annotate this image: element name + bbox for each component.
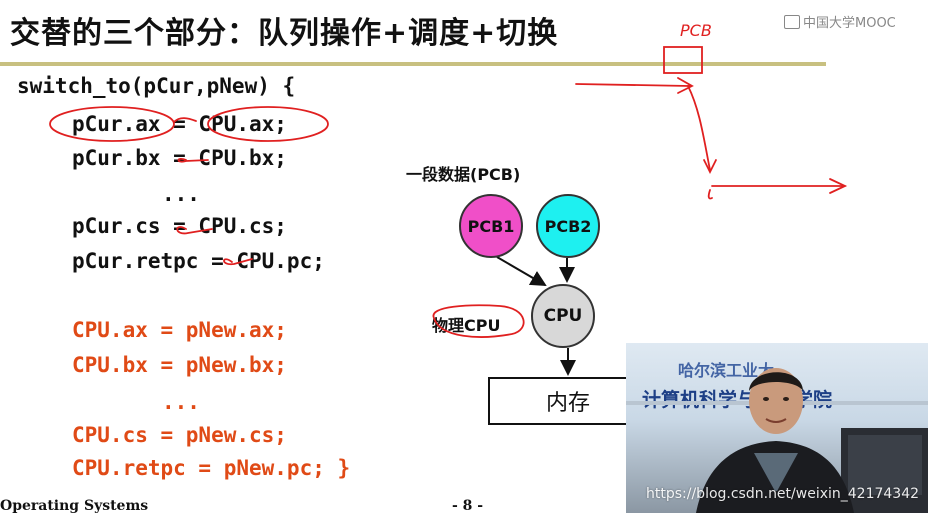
pen-line xyxy=(575,83,691,87)
code-line-signature: switch_to(pCur,pNew) { xyxy=(17,74,296,98)
code-line: pCur.cs = CPU.cs; xyxy=(72,214,287,238)
pcb1-node: PCB1 xyxy=(459,194,523,258)
lecturer-video: 哈尔滨工业大 计算机科学与技术学院 xyxy=(626,343,928,513)
slide-title: 交替的三个部分：队列操作+调度+切换 xyxy=(10,16,559,51)
pen-arrowhead xyxy=(829,178,848,194)
video-banner-top: 哈尔滨工业大 xyxy=(678,361,775,380)
physical-cpu-label: 物理CPU xyxy=(432,316,501,335)
pen-arrowhead xyxy=(703,159,717,175)
lecturer-figure xyxy=(626,368,928,513)
cpu-node: CPU xyxy=(531,284,595,348)
pen-line xyxy=(687,85,711,171)
handwritten-pcb: PCB xyxy=(680,21,712,40)
pen-arrowhead xyxy=(677,77,694,94)
page-number: - 8 - xyxy=(452,498,484,514)
code-ellipsis: ... xyxy=(162,390,200,414)
pcb1-to-cpu-arrow xyxy=(496,256,547,287)
pcb2-node: PCB2 xyxy=(536,194,600,258)
title-rule xyxy=(0,62,826,66)
code-ellipsis: ... xyxy=(162,182,200,206)
memory-box: 内存 xyxy=(488,377,648,425)
mooc-logo-icon xyxy=(784,15,800,29)
diagram-label: 一段数据(PCB) xyxy=(406,165,521,184)
footer-course: Operating Systems xyxy=(0,498,149,514)
code-line: CPU.bx = pNew.bx; xyxy=(72,353,287,377)
code-line: pCur.retpc = CPU.pc; xyxy=(72,249,325,273)
mooc-logo-text: 中国大学MOOC xyxy=(803,16,896,31)
watermark: https://blog.csdn.net/weixin_42174342 xyxy=(646,486,920,502)
code-line: CPU.ax = pNew.ax; xyxy=(72,318,287,342)
pen-mark xyxy=(707,189,713,200)
pen-pcb-box xyxy=(663,46,703,74)
mooc-logo: 中国大学MOOC xyxy=(784,12,896,31)
code-line: pCur.bx = CPU.bx; xyxy=(72,146,287,170)
code-line: pCur.ax = CPU.ax; xyxy=(72,112,287,136)
code-line: CPU.cs = pNew.cs; xyxy=(72,423,287,447)
code-line: CPU.retpc = pNew.pc; } xyxy=(72,456,351,480)
